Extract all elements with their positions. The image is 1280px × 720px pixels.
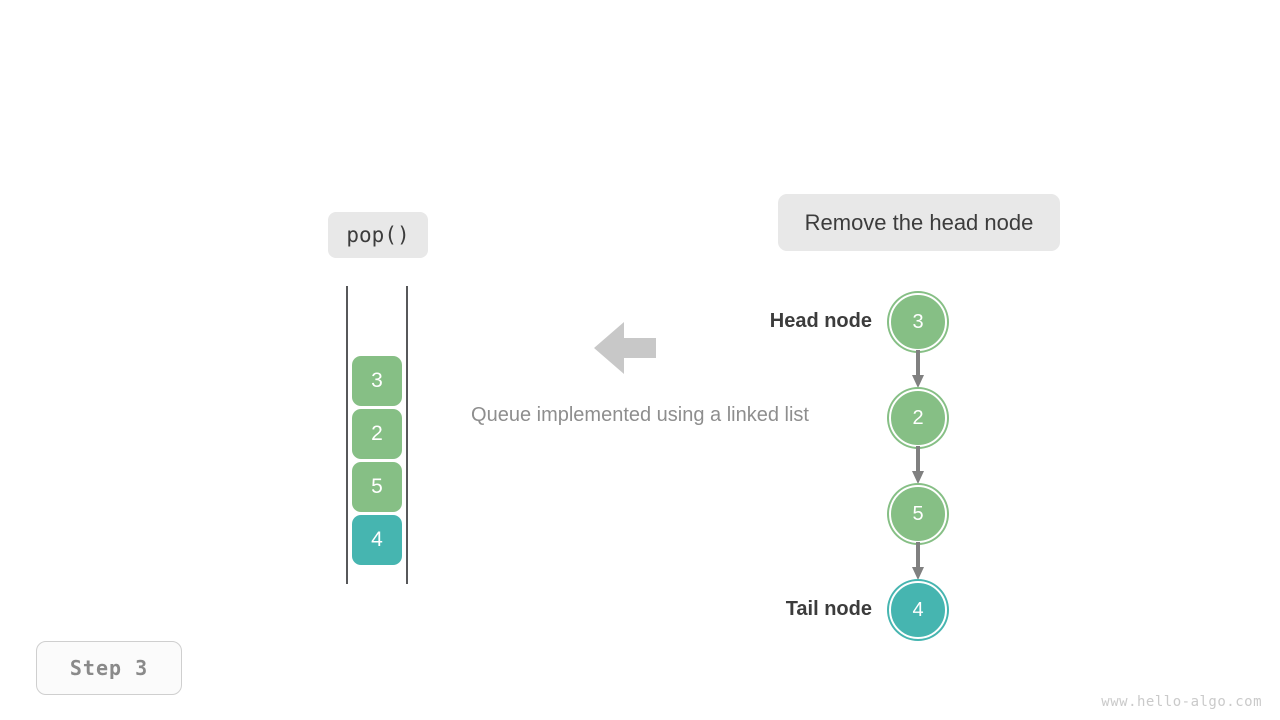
operation-pill: pop() [328, 212, 428, 258]
linked-list-node: 5 [889, 485, 947, 543]
queue-cell: 3 [352, 356, 402, 406]
linked-list-container: 3 2 5 4 [860, 288, 980, 644]
linked-list-node-value: 5 [912, 502, 924, 525]
description-pill: Remove the head node [778, 194, 1060, 251]
caption-text: Queue implemented using a linked list [471, 404, 809, 426]
link-arrow-icon [911, 446, 925, 484]
linked-list-node: 2 [889, 389, 947, 447]
watermark: www.hello-algo.com [1101, 694, 1262, 710]
linked-list-node-value: 4 [912, 598, 924, 621]
linked-list-node-value: 2 [912, 406, 924, 429]
queue-cell-value: 5 [371, 475, 383, 498]
head-node-label: Head node [769, 310, 872, 332]
queue-cell-value: 3 [371, 369, 383, 392]
linked-list-node: 3 [889, 293, 947, 351]
link-arrow-icon [911, 350, 925, 388]
queue-cell-value: 2 [371, 422, 383, 445]
step-label: Step 3 [69, 656, 149, 680]
queue-rail-right [406, 286, 408, 584]
queue-cell: 2 [352, 409, 402, 459]
queue-cell-value: 4 [371, 528, 383, 551]
linked-list-node-value: 3 [912, 310, 924, 333]
left-arrow-icon [594, 319, 656, 377]
step-badge: Step 3 [36, 641, 182, 695]
queue-container: 3 2 5 4 [340, 286, 414, 584]
description-label: Remove the head node [804, 209, 1034, 235]
queue-cell: 5 [352, 462, 402, 512]
operation-label: pop() [346, 223, 410, 247]
tail-node-label: Tail node [785, 598, 872, 620]
link-arrow-icon [911, 542, 925, 580]
queue-cell: 4 [352, 515, 402, 565]
linked-list-node: 4 [889, 581, 947, 639]
queue-rail-left [346, 286, 348, 584]
